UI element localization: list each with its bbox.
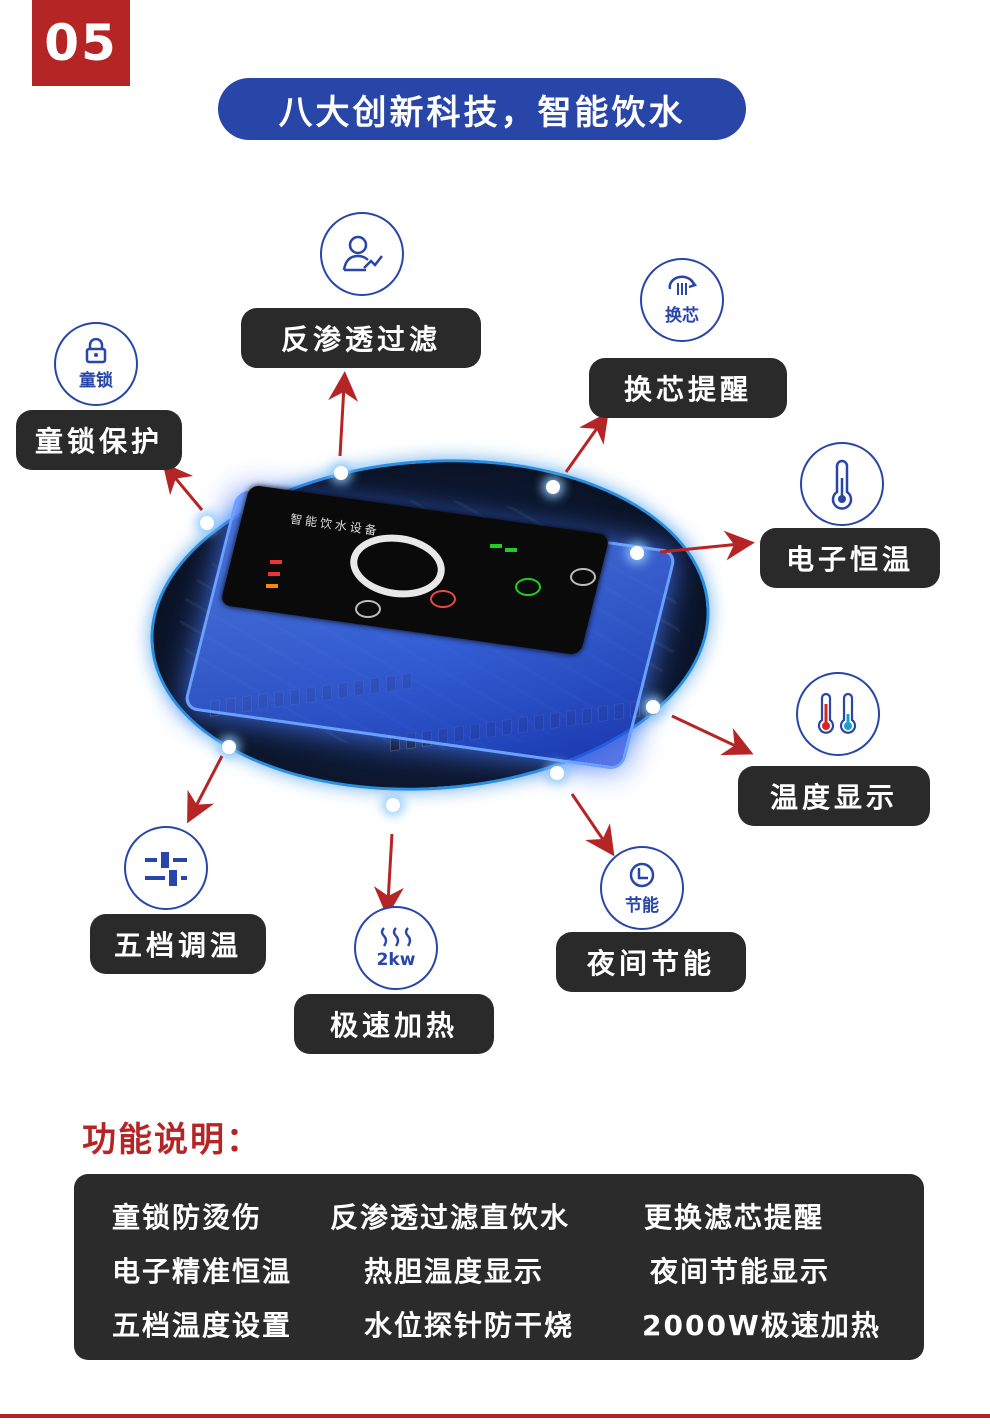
filter-caption: 换芯	[665, 305, 699, 326]
label-tempdisp: 温度显示	[738, 766, 930, 826]
label-heat: 极速加热	[294, 994, 494, 1054]
func-item: 水位探针防干烧	[364, 1309, 575, 1342]
led-indicator	[268, 572, 280, 576]
ring-dot	[630, 546, 644, 560]
ring-dot	[550, 766, 564, 780]
func-item: 五档温度设置	[112, 1309, 293, 1342]
arrow-ro	[328, 371, 359, 457]
function-title: 功能说明：	[82, 1120, 262, 1160]
label-lock: 童锁保护	[16, 410, 182, 470]
clock-icon	[629, 862, 655, 887]
arrow-lock	[162, 462, 204, 511]
ro-icon-circle	[320, 212, 404, 296]
panel-button	[515, 578, 541, 596]
heat-caption: 2kw	[376, 950, 416, 970]
arrow-filter	[564, 411, 609, 473]
night-icon-circle: 节能	[600, 846, 684, 930]
func-item: 热胆温度显示	[364, 1255, 545, 1288]
filter-icon-circle: 换芯	[640, 258, 724, 342]
ring-dot	[222, 740, 236, 754]
arrow-night	[570, 793, 615, 857]
func-item: 反渗透过滤直饮水	[330, 1201, 571, 1234]
led-indicator	[490, 544, 502, 548]
arrow-tempdisp	[671, 714, 754, 756]
padlock-icon	[85, 337, 107, 363]
ring-dot	[546, 480, 560, 494]
func-item: 童锁防烫伤	[112, 1201, 263, 1234]
ring-dot	[386, 798, 400, 812]
arrow-heat	[373, 833, 404, 917]
arrow-thermo	[659, 530, 755, 561]
function-box	[74, 1174, 924, 1360]
ring-dot	[334, 466, 348, 480]
func-item: 夜间节能显示	[650, 1255, 831, 1288]
lock-caption: 童锁	[79, 370, 113, 391]
arrow-gear	[187, 755, 224, 824]
gear-icon-circle	[124, 826, 208, 910]
label-thermo: 电子恒温	[760, 528, 940, 588]
panel-button	[430, 590, 456, 608]
ring-dot	[200, 516, 214, 530]
tempdisp-icon-circle	[796, 672, 880, 756]
page-title: 八大创新科技，智能饮水	[218, 78, 746, 140]
thermometer-icon	[831, 459, 853, 510]
func-item: 电子精准恒温	[112, 1255, 293, 1288]
sliders-icon	[145, 852, 187, 886]
label-ro: 反渗透过滤	[241, 308, 481, 368]
bottom-divider	[0, 1414, 990, 1418]
label-night: 夜间节能	[556, 932, 746, 992]
lock-icon-circle: 童锁	[54, 322, 138, 406]
thermo-icon-circle	[800, 442, 884, 526]
panel-button	[355, 600, 381, 618]
heat-icon-circle: 2kw	[354, 906, 438, 990]
led-indicator	[270, 560, 282, 564]
func-item: 2000W极速加热	[642, 1309, 881, 1342]
night-caption: 节能	[625, 895, 659, 916]
panel-button	[570, 568, 596, 586]
person-trend-icon	[342, 235, 383, 272]
func-item: 更换滤芯提醒	[644, 1201, 825, 1234]
ring-dot	[646, 700, 660, 714]
label-gear: 五档调温	[90, 914, 266, 974]
filter-swap-icon	[668, 275, 698, 295]
led-indicator	[505, 548, 517, 552]
label-filter: 换芯提醒	[589, 358, 787, 418]
dual-thermometer-icon	[817, 692, 857, 734]
heat-waves-icon	[380, 927, 412, 947]
section-number-badge: 05	[32, 0, 130, 86]
chip-illustration: 智能饮水设备	[139, 440, 721, 820]
led-indicator	[266, 584, 278, 588]
